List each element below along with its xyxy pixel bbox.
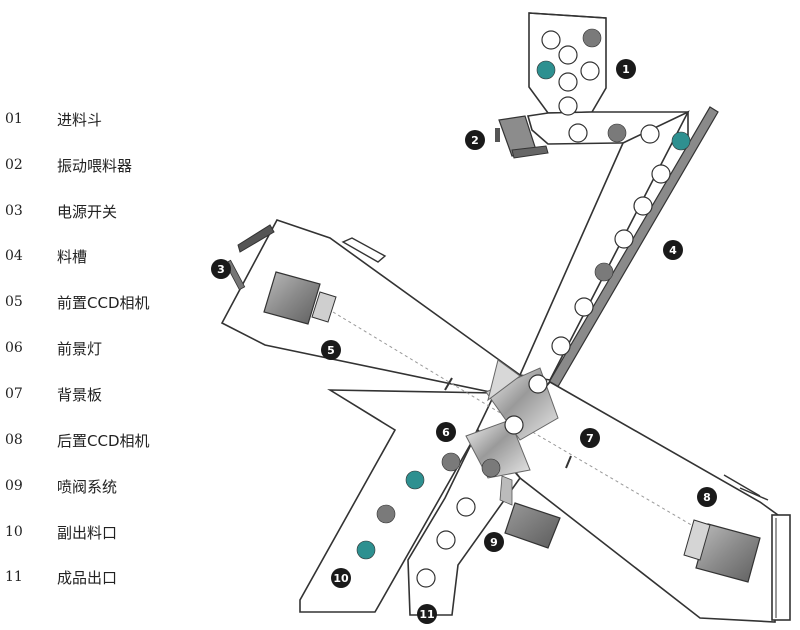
good-particle — [416, 568, 436, 588]
legend: 01 进料斗 02 振动喂料器 03 电源开关 04 料槽 05 前置CCD相机… — [0, 0, 200, 630]
reject-particle — [594, 262, 614, 282]
front-ccd-camera — [263, 271, 337, 325]
callout-badge: 2 — [465, 130, 485, 150]
reject-particle — [607, 123, 627, 143]
legend-label: 背景板 — [57, 385, 103, 404]
reject-particle — [376, 504, 396, 524]
callout-badge: 7 — [580, 428, 600, 448]
callout-number: 5 — [327, 344, 335, 357]
vibration-feeder — [495, 115, 549, 159]
callout-number: 11 — [419, 608, 434, 621]
good-particle — [574, 297, 594, 317]
legend-item: 05 前置CCD相机 — [5, 290, 150, 314]
callout-badge: 8 — [697, 487, 717, 507]
callout-number: 3 — [217, 263, 225, 276]
reject-particle — [441, 452, 461, 472]
legend-number: 11 — [5, 569, 23, 585]
legend-item: 07 背景板 — [5, 382, 102, 406]
good-particle — [456, 497, 476, 517]
optical-path — [332, 311, 701, 531]
good-particle — [651, 164, 671, 184]
legend-item: 11 成品出口 — [5, 565, 117, 589]
legend-number: 02 — [5, 157, 23, 173]
legend-number: 07 — [5, 386, 23, 402]
callout-number: 2 — [471, 134, 479, 147]
legend-label: 振动喂料器 — [57, 156, 133, 175]
legend-number: 03 — [5, 203, 23, 219]
legend-label: 进料斗 — [57, 110, 103, 129]
legend-label: 后置CCD相机 — [57, 431, 150, 450]
legend-label: 电源开关 — [57, 202, 118, 221]
legend-label: 前置CCD相机 — [57, 293, 150, 312]
legend-item: 02 振动喂料器 — [5, 153, 132, 177]
legend-item: 03 电源开关 — [5, 199, 117, 223]
good-particle — [504, 415, 524, 435]
callout-number: 10 — [333, 572, 349, 585]
good-particle — [580, 61, 600, 81]
callout-badge: 6 — [436, 422, 456, 442]
legend-label: 喷阀系统 — [57, 477, 118, 496]
callouts: 1 2 3 4 5 6 7 8 — [211, 59, 717, 624]
callout-badge: 10 — [331, 568, 351, 588]
good-particle — [558, 72, 578, 92]
callout-badge: 9 — [484, 532, 504, 552]
good-particle — [436, 530, 456, 550]
reject-particle — [356, 540, 376, 560]
rear-ccd-camera — [683, 519, 761, 583]
legend-item: 09 喷阀系统 — [5, 474, 117, 498]
callout-badge: 11 — [417, 604, 437, 624]
callout-number: 7 — [586, 432, 594, 445]
reject-particle — [405, 470, 425, 490]
particles — [356, 28, 691, 588]
good-particle — [614, 229, 634, 249]
good-particle — [640, 124, 660, 144]
callout-badge: 4 — [663, 240, 683, 260]
good-particle — [541, 30, 561, 50]
callout-badge: 3 — [211, 259, 231, 279]
ejector-valve — [499, 475, 561, 549]
callout-number: 4 — [669, 244, 677, 257]
legend-label: 前景灯 — [57, 339, 103, 358]
legend-number: 04 — [5, 248, 23, 264]
callout-badge: 5 — [321, 340, 341, 360]
legend-label: 副出料口 — [57, 523, 118, 542]
legend-number: 05 — [5, 294, 23, 310]
good-particle — [633, 196, 653, 216]
legend-label: 成品出口 — [57, 568, 118, 587]
legend-number: 06 — [5, 340, 23, 356]
legend-item: 01 进料斗 — [5, 107, 102, 131]
legend-item: 08 后置CCD相机 — [5, 428, 150, 452]
legend-label: 料槽 — [57, 247, 88, 266]
callout-number: 8 — [703, 491, 711, 504]
legend-item: 06 前景灯 — [5, 336, 102, 360]
callout-number: 6 — [442, 426, 450, 439]
rear-enclosure-trim — [723, 474, 769, 501]
reject-particle — [582, 28, 602, 48]
legend-item: 04 料槽 — [5, 244, 87, 268]
legend-number: 01 — [5, 111, 23, 127]
callout-badge: 1 — [616, 59, 636, 79]
good-particle — [528, 374, 548, 394]
good-particle — [568, 123, 588, 143]
legend-number: 10 — [5, 524, 23, 540]
good-particle — [551, 336, 571, 356]
rear-side-plate — [771, 514, 791, 621]
legend-number: 09 — [5, 478, 23, 494]
reject-particle — [536, 60, 556, 80]
beam-markers — [444, 377, 572, 469]
front-enclosure-lid — [341, 237, 387, 263]
good-particle — [558, 96, 578, 116]
reject-particle — [481, 458, 501, 478]
legend-item: 10 副出料口 — [5, 520, 117, 544]
callout-number: 9 — [490, 536, 498, 549]
legend-number: 08 — [5, 432, 23, 448]
good-particle — [558, 45, 578, 65]
callout-number: 1 — [622, 63, 630, 76]
reject-particle — [671, 131, 691, 151]
reject-outlet — [299, 389, 497, 613]
